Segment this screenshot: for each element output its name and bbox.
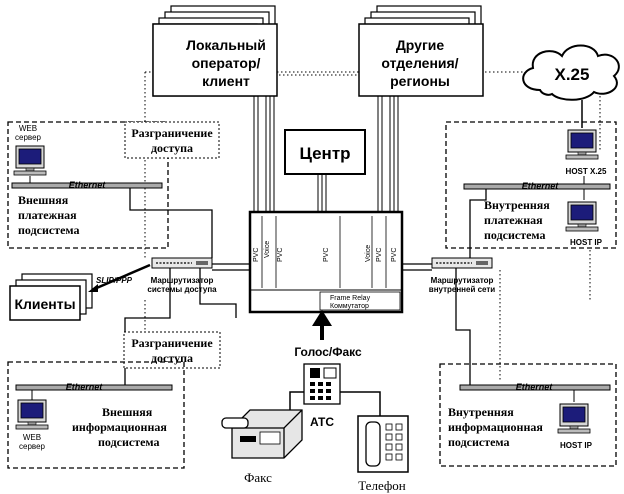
frame-relay-line1: Frame Relay bbox=[330, 295, 371, 302]
int-payment-line1: Внутренняя bbox=[484, 198, 550, 212]
center-box: Центр bbox=[284, 129, 366, 175]
ext-payment-line3: подсистема bbox=[18, 223, 80, 237]
voice-fax-arrow: Голос/Факс bbox=[294, 310, 362, 359]
access-control-top: Разграничение доступа bbox=[124, 121, 220, 159]
fax-label: Факс bbox=[244, 470, 272, 485]
web-server-top-line1: WEB bbox=[19, 124, 37, 133]
host-ip-info-icon bbox=[557, 403, 591, 434]
ext-payment-subsystem: WEB сервер Ethernet Внешняя платежная по… bbox=[7, 121, 169, 249]
web-server-top-line2: сервер bbox=[15, 133, 42, 142]
int-info-line3: подсистема bbox=[448, 435, 510, 449]
ats-device: АТС bbox=[289, 363, 381, 429]
clients-label: Клиенты bbox=[14, 296, 75, 312]
ext-info-line1: Внешняя bbox=[102, 405, 153, 419]
access-control-bottom-line1: Разграничение bbox=[131, 336, 213, 350]
ext-info-line2: информационная bbox=[72, 420, 167, 434]
router-internal-line2: внутренней сети bbox=[429, 285, 496, 294]
pvc-label-1: PVC bbox=[253, 248, 260, 262]
ethernet-label-4: Ethernet bbox=[516, 382, 554, 392]
other-branches-stack: Другие отделения/ регионы bbox=[358, 5, 484, 97]
ext-payment-line1: Внешняя bbox=[18, 193, 69, 207]
pvc-label-5: PVC bbox=[391, 248, 398, 262]
ats-label: АТС bbox=[310, 415, 334, 429]
local-operator-line3: клиент bbox=[202, 73, 250, 89]
web-server-bottom-icon bbox=[15, 399, 49, 430]
access-control-top-line2: доступа bbox=[151, 141, 193, 155]
other-branches-line3: регионы bbox=[390, 73, 450, 89]
voice-label-2: Voice bbox=[365, 245, 372, 262]
router-access: Маршрутизатор системы доступа bbox=[147, 257, 217, 294]
pvc-label-2: PVC bbox=[277, 248, 284, 262]
host-x25-icon bbox=[565, 129, 599, 160]
router-internal: Маршрутизатор внутренней сети bbox=[429, 257, 496, 294]
other-branches-line1: Другие bbox=[396, 37, 445, 53]
host-ip-pay-label: HOST IP bbox=[570, 238, 603, 247]
other-branches-line2: отделения/ bbox=[381, 55, 458, 71]
telephone: Телефон bbox=[357, 415, 409, 493]
pvc-trunks bbox=[253, 96, 399, 212]
web-server-bottom-line1: WEB bbox=[23, 433, 41, 442]
int-info-line2: информационная bbox=[448, 420, 543, 434]
fax-machine: Факс bbox=[221, 409, 303, 485]
voice-label-1: Voice bbox=[264, 241, 271, 258]
local-operator-stack: Локальный оператор/ клиент bbox=[152, 5, 278, 97]
access-control-top-line1: Разграничение bbox=[131, 126, 213, 140]
host-x25-label: HOST X.25 bbox=[566, 167, 607, 176]
router-access-line1: Маршрутизатор bbox=[151, 276, 214, 285]
router-internal-icon bbox=[431, 257, 493, 269]
int-info-subsystem: Ethernet HOST IP Внутренняя информационн… bbox=[439, 363, 617, 467]
slip-ppp-label: SLIP/PPP bbox=[96, 276, 133, 285]
center-label: Центр bbox=[299, 144, 350, 163]
int-payment-line2: платежная bbox=[484, 213, 543, 227]
access-control-bottom: Разграничение доступа bbox=[123, 331, 221, 369]
web-server-top-icon bbox=[13, 145, 47, 176]
ethernet-label-3: Ethernet bbox=[66, 382, 104, 392]
frame-relay-line2: Коммутатор bbox=[330, 303, 369, 310]
int-info-line1: Внутренняя bbox=[448, 405, 514, 419]
ext-info-line3: подсистема bbox=[98, 435, 160, 449]
local-operator-line1: Локальный bbox=[186, 37, 266, 53]
phone-label: Телефон bbox=[358, 478, 406, 493]
pvc-label-3: PVC bbox=[323, 248, 330, 262]
pvc-label-4: PVC bbox=[376, 248, 383, 262]
voice-fax-label: Голос/Факс bbox=[294, 345, 362, 359]
ethernet-label-2: Ethernet bbox=[522, 181, 560, 191]
x25-cloud: X.25 bbox=[522, 44, 620, 128]
x25-label: X.25 bbox=[555, 65, 590, 84]
ethernet-label-1: Ethernet bbox=[69, 180, 107, 190]
ext-payment-line2: платежная bbox=[18, 208, 77, 222]
router-internal-line1: Маршрутизатор bbox=[431, 276, 494, 285]
local-operator-line2: оператор/ bbox=[192, 55, 261, 71]
frame-relay-switch: Frame Relay Коммутатор PVC Voice PVC PVC… bbox=[248, 210, 404, 314]
host-ip-info-label: HOST IP bbox=[560, 441, 593, 450]
solid-links bbox=[110, 188, 487, 389]
router-access-icon bbox=[151, 257, 213, 269]
host-ip-pay-icon bbox=[565, 201, 599, 232]
router-access-line2: системы доступа bbox=[147, 285, 217, 294]
web-server-bottom-line2: сервер bbox=[19, 442, 46, 451]
access-control-bottom-line2: доступа bbox=[151, 351, 193, 365]
int-payment-subsystem: HOST X.25 Ethernet HOST IP Внутренняя пл… bbox=[445, 121, 617, 249]
clients-stack: Клиенты SLIP/PPP bbox=[9, 263, 151, 321]
int-payment-line3: подсистема bbox=[484, 228, 546, 242]
ext-info-subsystem: Ethernet WEB сервер Внешняя информационн… bbox=[7, 361, 185, 469]
